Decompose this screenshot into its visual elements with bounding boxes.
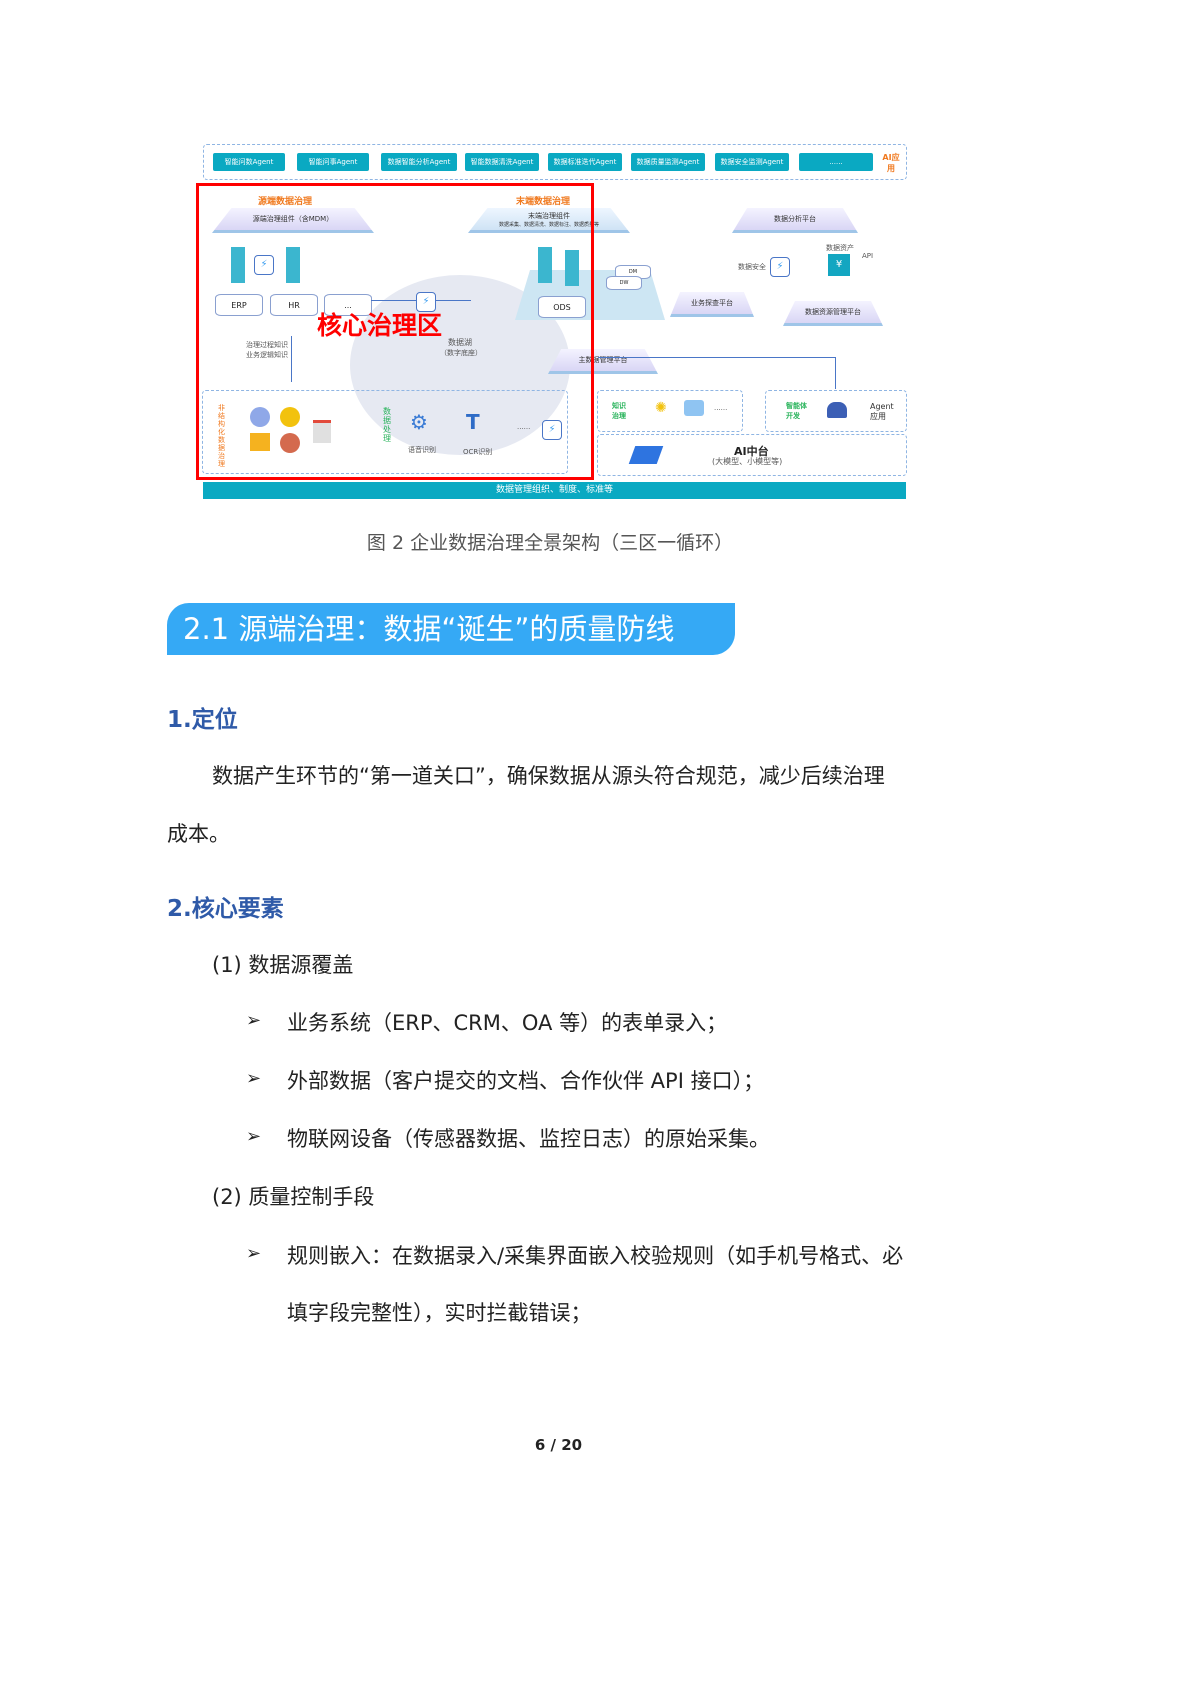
other-db: ... <box>324 294 372 316</box>
agent-box: 智能问事Agent <box>297 153 369 171</box>
processing-label: 数据处理 <box>383 407 391 443</box>
agent-box: 数据标准迭代Agent <box>548 153 622 171</box>
heading-core: 2.核心要素 <box>167 896 284 922</box>
arrow-up-icon <box>538 247 552 283</box>
sun-icon: ✺ <box>655 400 667 416</box>
subheading: (2) 质量控制手段 <box>212 1185 375 1209</box>
hr-db: HR <box>270 294 318 316</box>
master-platform: 主数据管理平台 <box>548 349 658 374</box>
arrow-down-icon <box>231 247 245 283</box>
ai-platform-label: AI中台 <box>734 445 769 458</box>
bullet-item: 外部数据（客户提交的文档、合作伙伴 API 接口）； <box>287 1069 765 1093</box>
agent-box: 智能问数Agent <box>213 153 285 171</box>
erp-db: ERP <box>215 294 263 316</box>
agent-box: 数据安全监测Agent <box>715 153 789 171</box>
agent-box: 数据质量监测Agent <box>631 153 705 171</box>
end-title: 末端数据治理 <box>516 197 571 207</box>
arrowhead-bullet-icon: ➢ <box>246 1243 262 1264</box>
paragraph-line: 成本。 <box>167 822 230 846</box>
search-doc-icon <box>684 400 704 416</box>
page-number: 6 / 20 <box>534 1436 583 1454</box>
knowledge-label: 知识治理 <box>612 402 626 420</box>
heading-position: 1.定位 <box>167 707 238 733</box>
paragraph-line: 数据产生环节的“第一道关口”，确保数据从源头符合规范，减少后续治理 <box>212 764 885 788</box>
flow-arrow <box>291 336 292 382</box>
ai-app-label: AI应用 <box>882 153 900 173</box>
chat-icon <box>280 433 300 453</box>
source-title: 源端数据治理 <box>258 197 313 207</box>
figure-caption: 图 2 企业数据治理全景架构（三区一循环） <box>366 532 734 554</box>
agent-dev-label: 智能体开发 <box>786 402 807 420</box>
dots: ...... <box>714 404 728 412</box>
api-label: API <box>862 252 874 260</box>
dw-db: DW <box>606 276 642 290</box>
subheading: (1) 数据源覆盖 <box>212 953 354 977</box>
video-icon <box>250 433 270 451</box>
end-component-label: 末端治理组件 <box>528 211 570 220</box>
agent-box: 数据智能分析Agent <box>381 153 457 171</box>
core-zone-label: 核心治理区 <box>317 311 443 340</box>
assets-label: 数据资产 <box>826 244 854 252</box>
ai-platform-box <box>597 434 907 476</box>
unstructured-box <box>202 390 568 474</box>
arrowhead-bullet-icon: ➢ <box>246 1010 262 1031</box>
speech-label: 语音识别 <box>408 446 436 454</box>
arrow-up-icon <box>286 247 300 283</box>
shield-icon: ⚡ <box>542 420 562 440</box>
architecture-diagram: 智能问数Agent 智能问事Agent 数据智能分析Agent 智能数据清洗Ag… <box>0 0 1190 520</box>
knowledge-box <box>597 390 743 432</box>
doc-icon <box>280 407 300 427</box>
agent-dev-box <box>765 390 907 432</box>
gears-icon: ⚙ <box>410 410 428 434</box>
shield-icon: ⚡ <box>254 255 274 275</box>
bullet-item-continued: 填字段完整性），实时拦截错误； <box>287 1301 592 1325</box>
password-icon <box>313 420 331 443</box>
robot-icon <box>827 402 847 418</box>
core-zone-frame <box>196 183 594 480</box>
data-lake-label: 数据湖 <box>448 338 472 347</box>
knowledge-note: 治理过程知识 业务逻辑知识 <box>246 341 288 359</box>
analysis-platform: 数据分析平台 <box>732 208 858 233</box>
ocr-icon: T <box>466 410 480 434</box>
flow-line <box>835 357 836 389</box>
bullet-item: 物联网设备（传感器数据、监控日志）的原始采集。 <box>287 1127 770 1151</box>
flow-line <box>598 357 836 358</box>
shield-icon: ⚡ <box>770 257 790 277</box>
footer-bar: 数据管理组织、制度、标准等 <box>203 482 906 499</box>
resource-platform: 数据资源管理平台 <box>783 301 883 326</box>
source-component: 源端治理组件（含MDM） <box>212 208 374 233</box>
data-lake-sub: （数字底座） <box>440 349 482 357</box>
bullet-item: 规则嵌入：在数据录入/采集界面嵌入校验规则（如手机号格式、必 <box>287 1244 904 1268</box>
end-component: 末端治理组件数据采集、数据清洗、数据标注、数据质量等 <box>468 208 630 233</box>
arrowhead-bullet-icon: ➢ <box>246 1068 262 1089</box>
image-icon <box>250 407 270 427</box>
bullet-item: 业务系统（ERP、CRM、OA 等）的表单录入； <box>287 1011 728 1035</box>
shield-icon: ⚡ <box>416 292 436 312</box>
ocr-label: OCR识别 <box>463 448 493 456</box>
security-label: 数据安全 <box>738 263 766 271</box>
agent-row <box>203 144 907 180</box>
agent-box: ...... <box>799 153 873 171</box>
arrow-down-icon <box>565 250 579 286</box>
dots: ...... <box>517 423 531 431</box>
biz-platform: 业务探查平台 <box>670 292 754 317</box>
end-component-sub: 数据采集、数据清洗、数据标注、数据质量等 <box>498 221 599 228</box>
agent-box: 智能数据清洗Agent <box>465 153 539 171</box>
agent-app-label: Agent应用 <box>870 402 894 421</box>
assets-icon: ¥ <box>828 254 850 276</box>
arrowhead-bullet-icon: ➢ <box>246 1126 262 1147</box>
ods-db: ODS <box>538 296 586 318</box>
section-title: 2.1 源端治理：数据“诞生”的质量防线 <box>167 603 735 655</box>
ai-platform-sub: (大模型、小模型等) <box>712 457 783 466</box>
unstructured-label: 非结构化数据治理 <box>218 404 225 468</box>
